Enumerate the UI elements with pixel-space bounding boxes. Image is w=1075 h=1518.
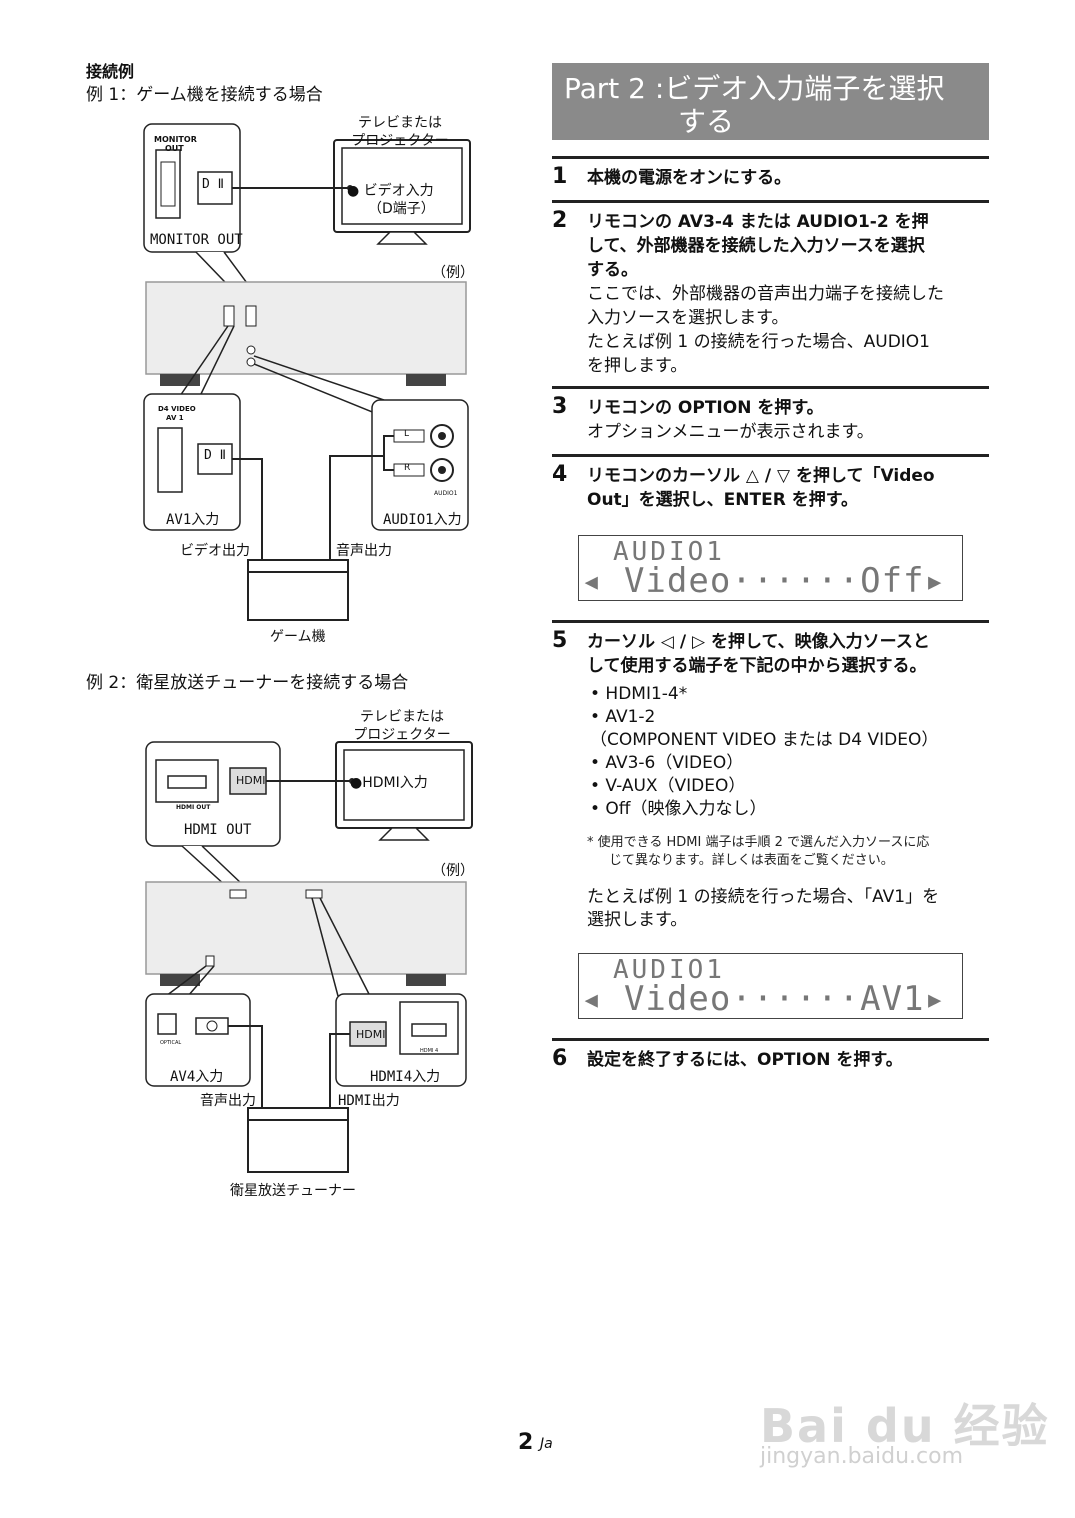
example1-title: 例 1：ゲーム機を接続する場合 bbox=[86, 85, 323, 105]
step4-line: リモコンのカーソル △ / ▽ を押して「Video bbox=[587, 466, 935, 486]
av1-small: AV 1 bbox=[166, 414, 184, 422]
step2-line: する。 bbox=[587, 260, 638, 280]
example-note-label: （例） bbox=[432, 265, 474, 281]
example2-title: 例 2：衛星放送チューナーを接続する場合 bbox=[86, 673, 409, 693]
step2-sub: 入力ソースを選択します。 bbox=[587, 308, 789, 328]
step5-body: カーソル ◁ / ▷ を押して、映像入力ソースと して使用する端子を下記の中から… bbox=[587, 630, 992, 678]
step4-body: リモコンのカーソル △ / ▽ を押して「Video Out」を選択し、ENTE… bbox=[587, 464, 992, 512]
example-note: たとえば例 1 の接続を行った場合、「AV1」を 選択します。 bbox=[587, 886, 992, 932]
plug-r: R bbox=[404, 463, 411, 473]
lcd-display-2: AUDIO1 ◂ Video······AV1▸ bbox=[578, 953, 963, 1019]
hdmi-plug-label: HDMI bbox=[236, 774, 266, 787]
step-number: 3 bbox=[552, 394, 568, 419]
step-divider bbox=[552, 454, 989, 457]
list-item: • V-AUX（VIDEO） bbox=[590, 776, 746, 796]
step-divider bbox=[552, 156, 989, 159]
page-language: Ja bbox=[540, 1436, 553, 1452]
tv-label-line2-2: プロジェクター bbox=[353, 727, 451, 743]
list-item: • AV3-6（VIDEO） bbox=[590, 753, 744, 773]
step5-line: して使用する端子を下記の中から選択する。 bbox=[587, 656, 927, 676]
step2-line: して、外部機器を接続した入力ソースを選択 bbox=[587, 236, 925, 256]
example-note-label-2: （例） bbox=[432, 863, 474, 879]
part-title-line1: Part 2 :ビデオ入力端子を選択 bbox=[564, 72, 945, 105]
watermark-logo: Bai du 经验 bbox=[760, 1399, 1050, 1453]
step-number: 4 bbox=[552, 462, 568, 487]
tv-label-line1-2: テレビまたは bbox=[360, 709, 444, 725]
lcd-display: AUDIO1 ◂ Video······Off▸ bbox=[578, 535, 963, 601]
optical-small: OPTICAL bbox=[160, 1040, 182, 1046]
part-title-line2: する bbox=[678, 105, 735, 138]
lcd-line1: AUDIO1 bbox=[613, 537, 725, 567]
footnote-line: じて異なります。詳しくは表面をご覧ください。 bbox=[609, 853, 894, 868]
d4-small: D4 VIDEO bbox=[158, 405, 196, 413]
receiver-rear-panel bbox=[145, 281, 467, 375]
step3-sub: オプションメニューが表示されます。 bbox=[587, 422, 874, 442]
hdmi-out-small: HDMI OUT bbox=[176, 804, 211, 811]
hdmi4-input-label: HDMI4入力 bbox=[370, 1069, 441, 1085]
hdmi-plug-label-2: HDMI bbox=[356, 1028, 386, 1041]
step-number: 1 bbox=[552, 164, 568, 189]
tuner-label: 衛星放送チューナー bbox=[230, 1183, 356, 1199]
watermark-url: jingyan.baidu.com bbox=[760, 1444, 964, 1469]
monitor-out-small2: OUT bbox=[165, 144, 184, 153]
hdmi4-small: HDMI 4 bbox=[420, 1048, 439, 1054]
step-number: 2 bbox=[552, 208, 568, 233]
step-number: 5 bbox=[552, 628, 568, 653]
list-item: • Off（映像入力なし） bbox=[590, 799, 767, 819]
list-item: • AV1-2 bbox=[590, 707, 656, 727]
optical-port-icon bbox=[157, 1013, 177, 1035]
av1-input-label: AV1入力 bbox=[166, 512, 220, 528]
step-divider bbox=[552, 386, 989, 389]
step5-line: カーソル ◁ / ▷ を押して、映像入力ソースと bbox=[587, 632, 930, 652]
connector-d-label-2: D Ⅱ bbox=[204, 448, 227, 463]
page-number: 2 bbox=[518, 1430, 534, 1455]
hdmi-out-label: HDMI OUT bbox=[184, 822, 252, 838]
tv-label-line1: テレビまたは bbox=[358, 115, 442, 131]
lcd-line2: ◂ Video······AV1▸ bbox=[581, 979, 946, 1019]
monitor-out-small: MONITOR bbox=[154, 135, 197, 144]
example1-diagram bbox=[143, 123, 471, 621]
step2-sub: を押します。 bbox=[587, 356, 688, 376]
tv-input-sub: （D端子） bbox=[368, 201, 435, 217]
lcd-line1: AUDIO1 bbox=[613, 955, 725, 985]
step-divider bbox=[552, 200, 989, 203]
hdmi-input-label: ●HDMI入力 bbox=[350, 775, 428, 791]
step1-text: 本機の電源をオンにする。 bbox=[587, 168, 792, 188]
footnote-line: * 使用できる HDMI 端子は手順 2 で選んだ入力ソースに応 bbox=[587, 835, 930, 850]
plug-l: L bbox=[404, 429, 410, 439]
list-item: （COMPONENT VIDEO または D4 VIDEO） bbox=[590, 730, 939, 750]
video-out-label: ビデオ出力 bbox=[180, 543, 250, 559]
step-divider bbox=[552, 620, 989, 623]
audio1-small: AUDIO1 bbox=[434, 490, 458, 497]
tv-label-line2: プロジェクター bbox=[351, 133, 449, 149]
part-header: Part 2 :ビデオ入力端子を選択 する bbox=[552, 63, 989, 140]
audio-out-label: 音声出力 bbox=[336, 543, 392, 559]
step2-sub: たとえば例 1 の接続を行った場合、AUDIO1 bbox=[587, 332, 930, 352]
step3-line: リモコンの OPTION を押す。 bbox=[587, 398, 824, 418]
list-item: • HDMI1-4* bbox=[590, 684, 688, 704]
audio1-input-label: AUDIO1入力 bbox=[383, 512, 462, 528]
game-console-label: ゲーム機 bbox=[270, 629, 326, 645]
section-heading: 接続例 bbox=[86, 62, 135, 81]
lcd-line2: ◂ Video······Off▸ bbox=[581, 561, 946, 601]
connector-d-label: D Ⅱ bbox=[202, 177, 225, 192]
step3-body: リモコンの OPTION を押す。 オプションメニューが表示されます。 bbox=[587, 396, 992, 444]
hdmi-out-output-label: HDMI出力 bbox=[338, 1093, 400, 1109]
example-note-line: 選択します。 bbox=[587, 910, 688, 930]
step2-body: リモコンの AV3-4 または AUDIO1-2 を押 して、外部機器を接続した… bbox=[587, 210, 992, 378]
option-list: • HDMI1-4* • AV1-2 （COMPONENT VIDEO または … bbox=[590, 683, 938, 821]
step4-line: Out」を選択し、ENTER を押す。 bbox=[587, 490, 859, 510]
step2-line: リモコンの AV3-4 または AUDIO1-2 を押 bbox=[587, 212, 929, 232]
example-note-line: たとえば例 1 の接続を行った場合、「AV1」を bbox=[587, 887, 940, 907]
example2-diagram bbox=[145, 741, 473, 1173]
monitor-out-label: MONITOR OUT bbox=[150, 232, 243, 248]
step-divider bbox=[552, 1038, 989, 1041]
step-number: 6 bbox=[552, 1046, 568, 1071]
footnote: * 使用できる HDMI 端子は手順 2 で選んだ入力ソースに応 じて異なります… bbox=[587, 834, 992, 870]
audio-out-label-2: 音声出力 bbox=[200, 1093, 256, 1109]
tv-input-label: ● ビデオ入力 bbox=[347, 183, 434, 199]
av4-input-label: AV4入力 bbox=[170, 1069, 224, 1085]
step2-sub: ここでは、外部機器の音声出力端子を接続した bbox=[587, 284, 944, 304]
step6-text: 設定を終了するには、OPTION を押す。 bbox=[587, 1050, 903, 1070]
